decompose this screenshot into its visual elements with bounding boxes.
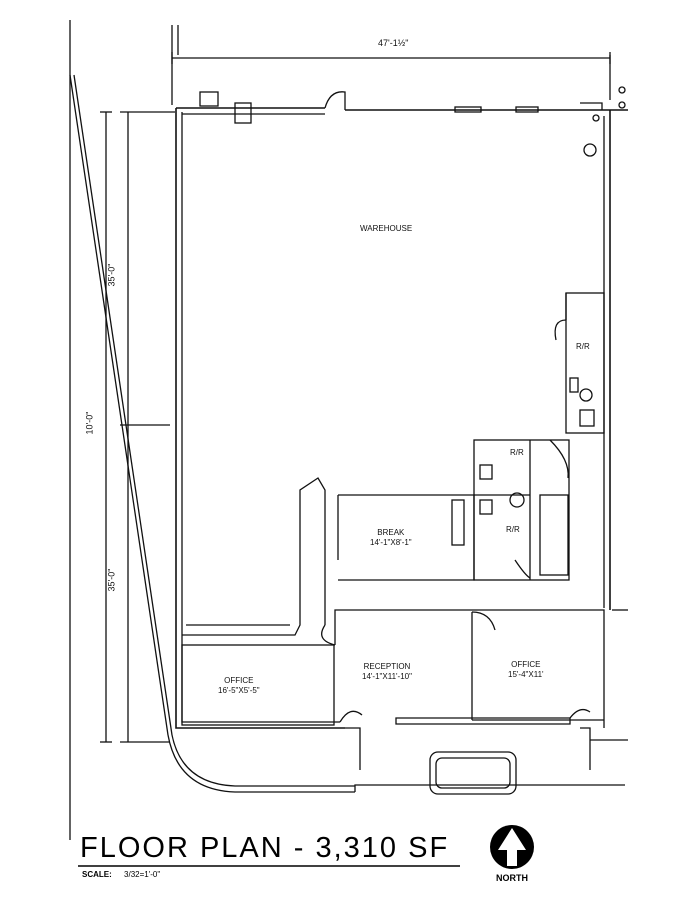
reception-size: 14'-1"X11'-10" [362, 672, 412, 681]
top-width-dimension: 47'-1½" [378, 38, 409, 48]
drawing-scale: SCALE: 3/32=1'-0" [82, 870, 160, 879]
room-label-restroom-2: R/R [510, 448, 524, 457]
room-label-restroom-1: R/R [576, 342, 590, 351]
warehouse-south-wall [182, 477, 326, 636]
exterior-wall [175, 108, 345, 729]
office-left-size: 16'-5"X5'-5" [218, 686, 260, 695]
break-size: 14'-1"X8'-1" [370, 538, 412, 547]
north-wall [176, 107, 628, 111]
office-right-name: OFFICE [511, 660, 541, 669]
drawing-title: FLOOR PLAN - 3,310 SF [80, 832, 450, 864]
left-middle-dimension: 10'-0" [84, 411, 95, 435]
vent [454, 106, 482, 113]
room-label-office-right: OFFICE 15'-4"X11' [508, 660, 544, 680]
restroom-2-walls [473, 439, 570, 581]
entrance [345, 727, 591, 770]
left-upper-dimension: 35'-0" [106, 263, 117, 287]
property-diagonal-2 [73, 74, 173, 736]
office-right-size: 15'-4"X11' [508, 670, 544, 679]
property-curve-inner [171, 734, 355, 787]
break-name: BREAK [377, 528, 405, 537]
vent [234, 102, 252, 124]
top-door [324, 91, 346, 110]
room-label-restroom-3: R/R [506, 525, 520, 534]
office-left-walls [181, 644, 335, 726]
column [583, 143, 597, 157]
property-curve [167, 734, 355, 793]
planter [429, 751, 517, 795]
room-label-reception: RECEPTION 14'-1"X11'-10" [362, 662, 412, 682]
room-label-warehouse: WAREHOUSE [360, 224, 413, 233]
scale-value: 3/32=1'-0" [124, 870, 161, 879]
break-room-walls [338, 494, 475, 581]
north-arrow-icon [490, 825, 534, 869]
reception-name: RECEPTION [363, 662, 411, 671]
office-left-name: OFFICE [224, 676, 254, 685]
restroom-1-walls [565, 292, 605, 434]
scale-label: SCALE: [82, 870, 112, 879]
north-label: NORTH [496, 873, 528, 883]
left-lower-dimension: 35'-0" [106, 568, 117, 592]
vent [515, 106, 539, 113]
room-label-office-left: OFFICE 16'-5"X5'-5" [218, 676, 260, 696]
reception-walls [334, 609, 605, 728]
property-diagonal-1 [69, 74, 169, 736]
vent [199, 91, 219, 107]
room-label-break: BREAK 14'-1"X8'-1" [370, 528, 412, 548]
